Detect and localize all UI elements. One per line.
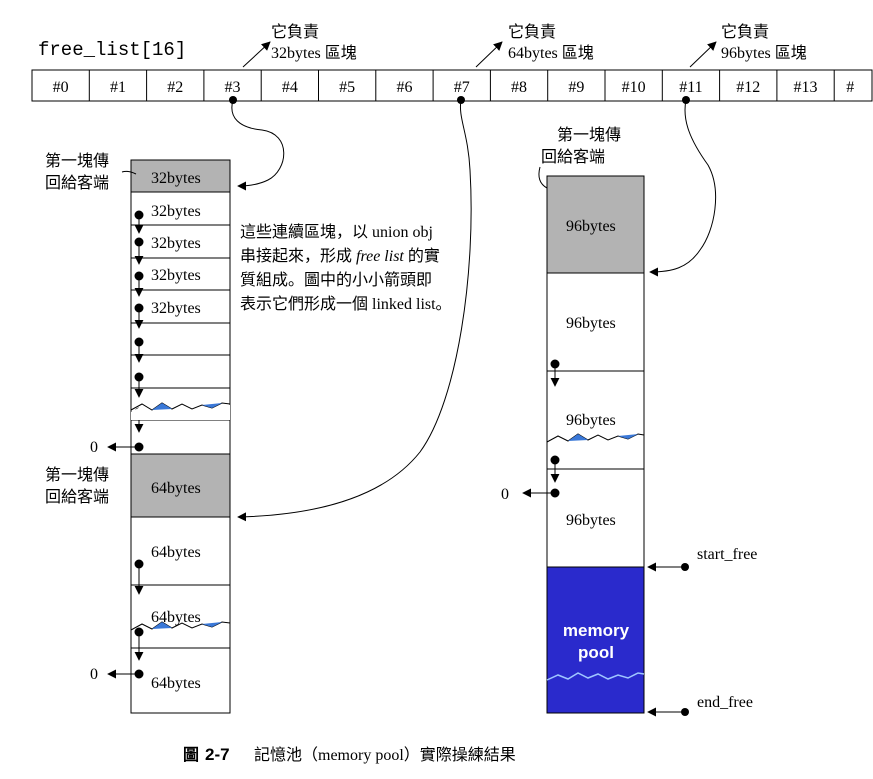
figure-caption: 圖 2-7 記憶池（memory pool）實際操練結果 <box>183 745 516 764</box>
slot-label: #6 <box>396 79 412 96</box>
block-32-first-label: 32bytes <box>151 170 201 187</box>
svg-text:第一塊傳: 第一塊傳 <box>45 466 109 484</box>
array-label: free_list[16] <box>38 39 186 61</box>
slot-label: #8 <box>511 79 527 96</box>
slot-label: #7 <box>454 79 470 96</box>
first-block-96 <box>546 175 645 274</box>
block-96-label: 96bytes <box>566 412 616 429</box>
null-label-96: 0 <box>501 486 509 503</box>
svg-text:串接起來，形成 free list 的實: 串接起來，形成 free list 的實 <box>240 246 440 265</box>
svg-text:質組成。圖中的小小箭頭即: 質組成。圖中的小小箭頭即 <box>240 270 432 289</box>
first-block-note-96: 第一塊傳 回給客端 <box>538 126 621 189</box>
svg-text:回給客端: 回給客端 <box>45 174 109 192</box>
svg-text:start_free: start_free <box>697 546 757 563</box>
memory-pool-block <box>546 566 645 714</box>
slot-label: #12 <box>736 79 760 96</box>
svg-text:第一塊傳: 第一塊傳 <box>45 152 109 170</box>
slot-note-3: 它負責 32bytes 區塊 <box>242 23 357 68</box>
block-96-first-label: 96bytes <box>566 218 616 235</box>
svg-text:這些連續區塊，以 union obj: 這些連續區塊，以 union obj <box>240 223 433 241</box>
caption-prefix: 圖 <box>183 746 199 764</box>
svg-text:end_free: end_free <box>697 694 753 711</box>
caption-text: 記憶池（memory pool）實際操練結果 <box>254 745 516 764</box>
slot-note-3-line2: 32bytes 區塊 <box>271 44 357 62</box>
slot-label: #1 <box>110 79 126 96</box>
block-32-label: 32bytes <box>151 300 201 317</box>
link-chain-96 <box>522 359 560 498</box>
null-label-64: 0 <box>90 666 98 683</box>
block-64-label: 64bytes <box>151 544 201 561</box>
free-list-array: #0 #1 #2 #3 #4 #5 #6 #7 #8 #9 #10 #11 #12 #13 # <box>31 69 873 102</box>
slot-label: #2 <box>167 79 183 96</box>
slot-label: #5 <box>339 79 355 96</box>
first-block-64 <box>130 453 231 518</box>
memory-pool-label-2: pool <box>578 643 614 662</box>
slot-label: #11 <box>679 79 702 96</box>
block-64-label: 64bytes <box>151 675 201 692</box>
null-label-32: 0 <box>90 439 98 456</box>
slot-label: #4 <box>282 79 298 96</box>
slot-note-7: 它負責 64bytes 區塊 <box>475 23 594 68</box>
slot-note-7-line1: 它負責 <box>508 23 556 41</box>
pointer-slot11-to-96 <box>649 96 717 277</box>
block-64-first-label: 64bytes <box>151 480 201 497</box>
block-32-label: 32bytes <box>151 235 201 252</box>
svg-text:表示它們形成一個 linked list。: 表示它們形成一個 linked list。 <box>240 295 452 313</box>
first-block-32 <box>130 159 231 193</box>
caption-number: 2-7 <box>205 745 230 764</box>
link-chain-64 <box>107 559 144 679</box>
wave-32 <box>131 404 230 420</box>
column-32bytes: 32bytes 32bytes 32bytes 32bytes 32bytes … <box>90 159 231 456</box>
block-64-label: 64bytes <box>151 609 201 626</box>
slot-note-11: 它負責 96bytes 區塊 <box>689 23 807 68</box>
slot-label: #0 <box>53 79 69 96</box>
pointer-slot7-to-64 <box>237 96 472 522</box>
slot-label: #10 <box>622 79 646 96</box>
slot-label: #13 <box>794 79 818 96</box>
end-free-pointer: end_free <box>647 694 753 717</box>
slot-label: #3 <box>225 79 241 96</box>
pointer-slot3-to-32 <box>229 96 285 191</box>
svg-text:回給客端: 回給客端 <box>541 148 605 166</box>
column-64bytes: 64bytes 64bytes 64bytes 64bytes 0 <box>90 453 231 714</box>
slot-note-3-line1: 它負責 <box>271 23 319 41</box>
block-96-label: 96bytes <box>566 315 616 332</box>
block-32-label: 32bytes <box>151 267 201 284</box>
slot-note-7-line2: 64bytes 區塊 <box>508 44 594 62</box>
block-32-label: 32bytes <box>151 203 201 220</box>
slot-label: #9 <box>568 79 584 96</box>
svg-text:第一塊傳: 第一塊傳 <box>557 126 621 144</box>
slot-note-11-line1: 它負責 <box>721 23 769 41</box>
start-free-pointer: start_free <box>647 546 757 572</box>
slot-note-11-line2: 96bytes 區塊 <box>721 44 807 62</box>
slot-label: # <box>846 79 854 96</box>
svg-text:回給客端: 回給客端 <box>45 488 109 506</box>
explanation-text: 這些連續區塊，以 union obj 串接起來，形成 free list 的實 … <box>240 223 452 313</box>
pool-wave <box>546 672 645 681</box>
first-block-note-64: 第一塊傳 回給客端 <box>45 466 109 506</box>
memory-pool-label: memory <box>563 621 630 640</box>
first-block-note-32: 第一塊傳 回給客端 <box>45 152 137 192</box>
block-96-label: 96bytes <box>566 512 616 529</box>
column-96bytes: 96bytes 96bytes 96bytes 96bytes 0 memory… <box>501 175 645 714</box>
